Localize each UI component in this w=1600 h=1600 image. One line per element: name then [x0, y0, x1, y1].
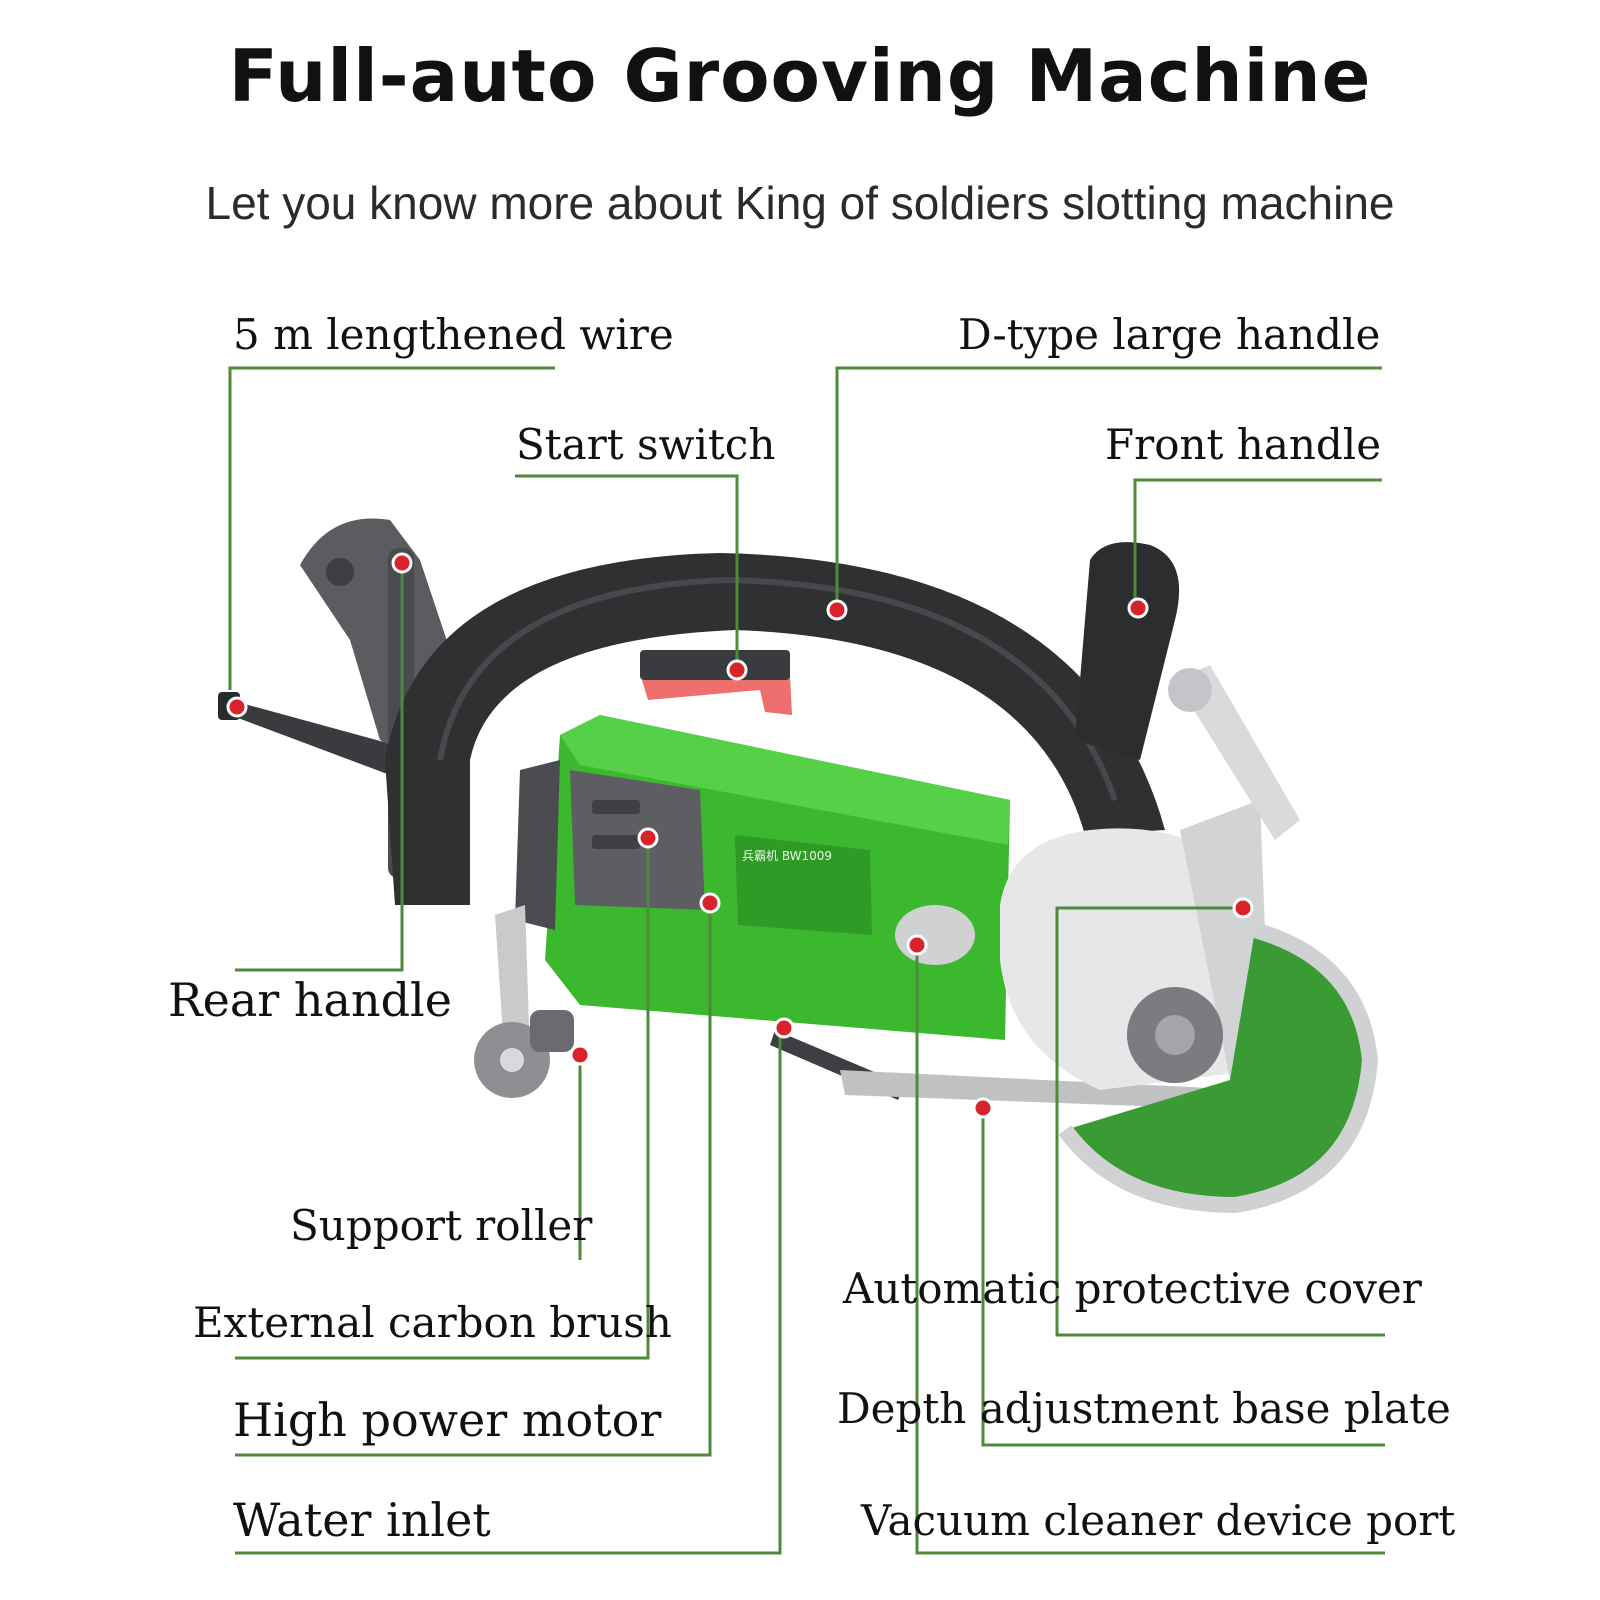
leader-motor: [235, 903, 712, 1457]
marker-front-handle: [1127, 597, 1149, 619]
label-front-handle: Front handle: [1105, 420, 1382, 469]
rear-end-cap: [515, 760, 560, 930]
marker-rear-handle: [391, 552, 413, 574]
base-plate: [840, 1070, 1250, 1110]
leader-base-plate: [981, 1108, 1385, 1447]
label-d-handle: D-type large handle: [958, 310, 1381, 359]
marker-start-switch: [726, 659, 748, 681]
label-water-inlet: Water inlet: [233, 1493, 491, 1547]
vacuum-port: [895, 905, 975, 965]
carbon-brush-slot-2: [592, 835, 640, 849]
motor-brand-text: 兵霸机 BW1009: [742, 849, 832, 863]
marker-dots: [226, 552, 1254, 1119]
marker-d-handle: [826, 599, 848, 621]
marker-base-plate: [972, 1097, 994, 1119]
label-base-plate: Depth adjustment base plate: [837, 1384, 1451, 1433]
support-roller-knob: [530, 1010, 574, 1052]
rear-arm-knob: [326, 558, 354, 586]
leader-start-switch: [515, 474, 739, 668]
label-carbon-brush: External carbon brush: [193, 1298, 672, 1347]
leader-protective-cover: [1055, 906, 1385, 1337]
motor-label-panel: [735, 835, 872, 935]
leader-d-handle: [835, 366, 1382, 605]
marker-carbon-brush: [637, 827, 659, 849]
marker-motor: [699, 892, 721, 914]
marker-support-roller: [569, 1044, 591, 1066]
marker-vacuum-port: [906, 934, 928, 956]
pivot-linkage: [1175, 665, 1300, 840]
blade-arbor-nut: [1155, 1015, 1195, 1055]
leader-rear-handle: [235, 563, 404, 972]
d-type-handle-highlight: [437, 576, 1118, 801]
label-support-roller: Support roller: [290, 1201, 593, 1250]
power-cord: [222, 700, 395, 775]
label-protective-cover: Automatic protective cover: [843, 1264, 1422, 1313]
label-start-switch: Start switch: [516, 420, 776, 469]
leader-lines: [228, 366, 1385, 1555]
label-vacuum-port: Vacuum cleaner device port: [861, 1496, 1456, 1545]
start-switch-trigger: [642, 675, 792, 715]
label-motor: High power motor: [233, 1393, 662, 1447]
label-rear-handle: Rear handle: [168, 973, 452, 1027]
support-roller-hub: [500, 1048, 524, 1072]
machine-illustration: 兵霸机 BW1009: [218, 518, 1379, 1214]
pivot-wheel: [1168, 668, 1212, 712]
d-type-handle: [385, 553, 1165, 905]
leader-front-handle: [1133, 478, 1382, 605]
marker-protective-cover: [1232, 897, 1254, 919]
leader-carbon-brush: [235, 838, 650, 1360]
marker-water-inlet: [773, 1017, 795, 1039]
diamond-blade-rim: [1058, 922, 1379, 1214]
carbon-brush-slot-1: [592, 800, 640, 814]
diamond-blade: [1065, 930, 1370, 1205]
leader-water-inlet: [235, 1028, 782, 1555]
label-wire: 5 m lengthened wire: [233, 310, 674, 359]
page-subtitle: Let you know more about King of soldiers…: [205, 177, 1395, 229]
page-title: Full-auto Grooving Machine: [228, 34, 1372, 118]
front-handle: [1075, 542, 1180, 760]
motor-housing-shade: [560, 715, 1010, 845]
marker-wire: [226, 696, 248, 718]
leader-wire: [228, 366, 555, 690]
start-switch-housing: [640, 650, 790, 680]
leader-vacuum-port: [915, 945, 1385, 1555]
